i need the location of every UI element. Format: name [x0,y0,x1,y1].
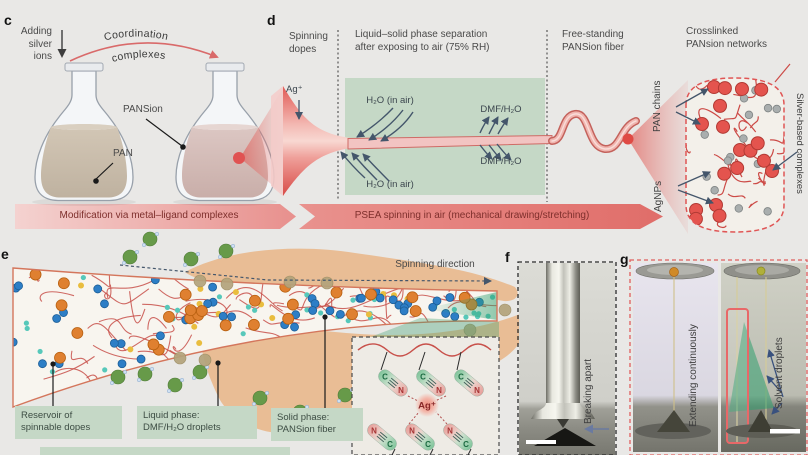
solid-phase-cone [424,292,497,320]
panel-letter-e: e [1,246,9,262]
svg-text:N: N [409,426,415,435]
ag-ion-label: Ag⁺ [286,84,303,95]
flask-left [32,62,136,206]
svg-text:C: C [463,440,469,449]
panel-letter-c: c [4,12,12,28]
h2o-in-arrows [340,107,414,182]
inset-molecular: C N C N C N N C N C N C Ag⁺ [357,343,492,455]
h2o-top-label: H₂O (in air) [366,95,414,106]
photo-extending [633,262,718,452]
svg-text:C: C [425,440,431,449]
liquid-phase-blob-top [185,248,518,302]
phase-separation-label: Liquid–solid phase separation after expo… [355,29,490,53]
spinning-direction-label: Spinning direction [395,259,475,270]
liquid-phase-label: Liquid phase: DMF/H₂O droplets [137,406,257,439]
svg-text:C: C [458,372,464,381]
silver-based-label: Silver-based complexes [794,93,805,194]
coordination-arc-text2: complexes [110,48,166,65]
inset-connector [368,318,499,338]
flask-pointer-lines [93,118,186,184]
crosslinked-label: Crosslinked PANsion networks [686,26,767,50]
e-pointer-lines [50,314,328,408]
coordination-arc-arrow [69,42,219,62]
pan-chains-label: PAN chains [652,80,663,132]
svg-text:C: C [420,372,426,381]
funnel-backlight [271,86,283,196]
banner-psea-label: PSEA spinning in air (mechanical drawing… [354,210,590,221]
banner-modification-arrow [15,204,296,229]
dope-band-border [12,267,498,409]
spinning-funnel [283,86,350,196]
breaking-apart-label: Breaking apart [583,358,594,424]
free-standing-label: Free-standing PANSion fiber [562,29,625,53]
adding-ions-label: Adding silver ions [20,26,52,62]
spinning-dopes-label: Spinning dopes [289,31,328,55]
svg-text:N: N [371,426,377,435]
inset-ag-label: Ag⁺ [418,401,436,412]
pan-label: PAN [113,148,133,159]
solid-phase-label: Solid phase: PANSion fiber [271,408,363,441]
free-molecules [109,231,512,421]
solvent-droplets-label: Solvent droplets [774,337,785,409]
svg-text:N: N [447,426,453,435]
banner-psea-arrow [299,204,663,229]
network-annotation-arrows [675,88,798,205]
dope-band-bg [13,268,497,407]
zoom-dot-d [622,133,634,145]
network-cylinder-border [685,77,785,233]
cropped-label-box [40,447,290,455]
coordination-arc-text1: Coordination [103,27,169,43]
svg-text:C: C [387,440,393,449]
panel-letter-f: f [505,249,510,265]
svg-text:N: N [474,386,480,395]
flask-right [173,62,277,206]
photo-breaking-apart [517,261,617,455]
banner-modification-label: Modification via metal–ligand complexes [59,210,239,221]
svg-text:C: C [382,372,388,381]
spinning-direction-arrow [119,264,492,285]
svg-text:N: N [398,386,404,395]
h2o-bottom-label: H₂O (in air) [366,179,414,190]
panel-letter-g: g [620,251,629,267]
panel-letter-d: d [267,12,276,28]
zoom-cone-d [628,80,688,234]
dmf-top-label: DMF/H₂O [480,104,522,115]
pansion-label: PANSion [123,104,163,115]
svg-text:N: N [436,386,442,395]
stray-chain [774,63,791,83]
fiber-wavy [548,110,640,153]
extending-label: Extending continuously [688,324,699,427]
photo-solvent-droplets [721,262,806,452]
panel-g-border [629,259,808,455]
zoom-dot-c [233,152,245,164]
dmf-out-arrows [479,116,512,161]
crosslinked-network [686,78,784,229]
agnps-label: AgNPs [653,180,664,212]
reservoir-label: Reservoir of spinnable dopes [15,406,122,439]
dmf-bottom-label: DMF/H₂O [480,156,522,167]
network-cylinder-bg [686,78,784,232]
